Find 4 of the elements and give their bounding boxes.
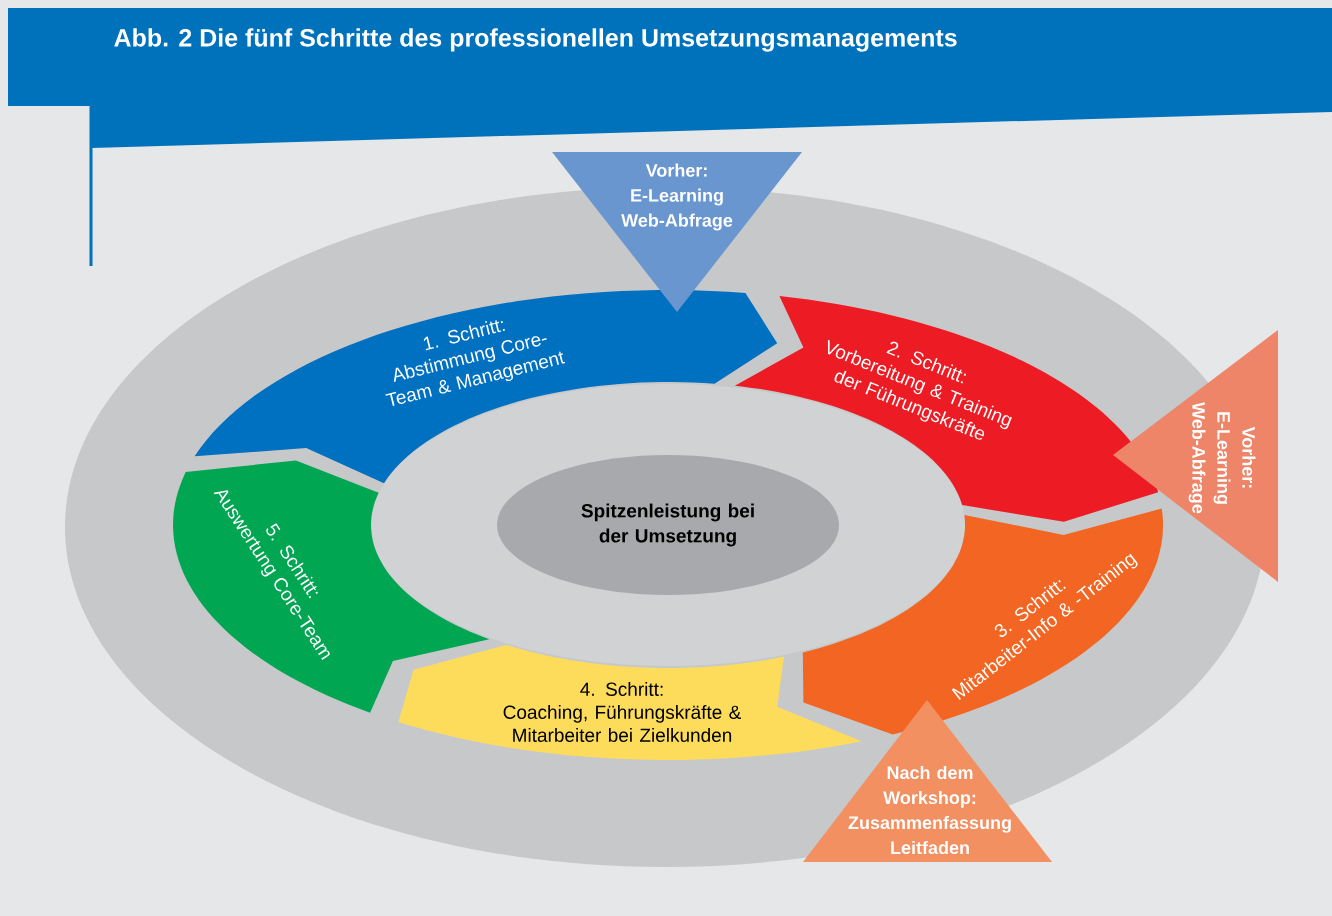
title: Abb. 2 Die fünf Schritte des professionellen Umsetzungsmanagements: [114, 28, 957, 52]
triangle: Nach dem Workshop: Zusammenfassung Leitfaden: [803, 700, 1052, 862]
ring-segment: 4. Schritt: Coaching, Führungskräfte & Mitarbeiter bei Zielkunden: [398, 644, 862, 760]
triangle: Vorher: E-Learning Web-Abfrage: [552, 152, 802, 312]
